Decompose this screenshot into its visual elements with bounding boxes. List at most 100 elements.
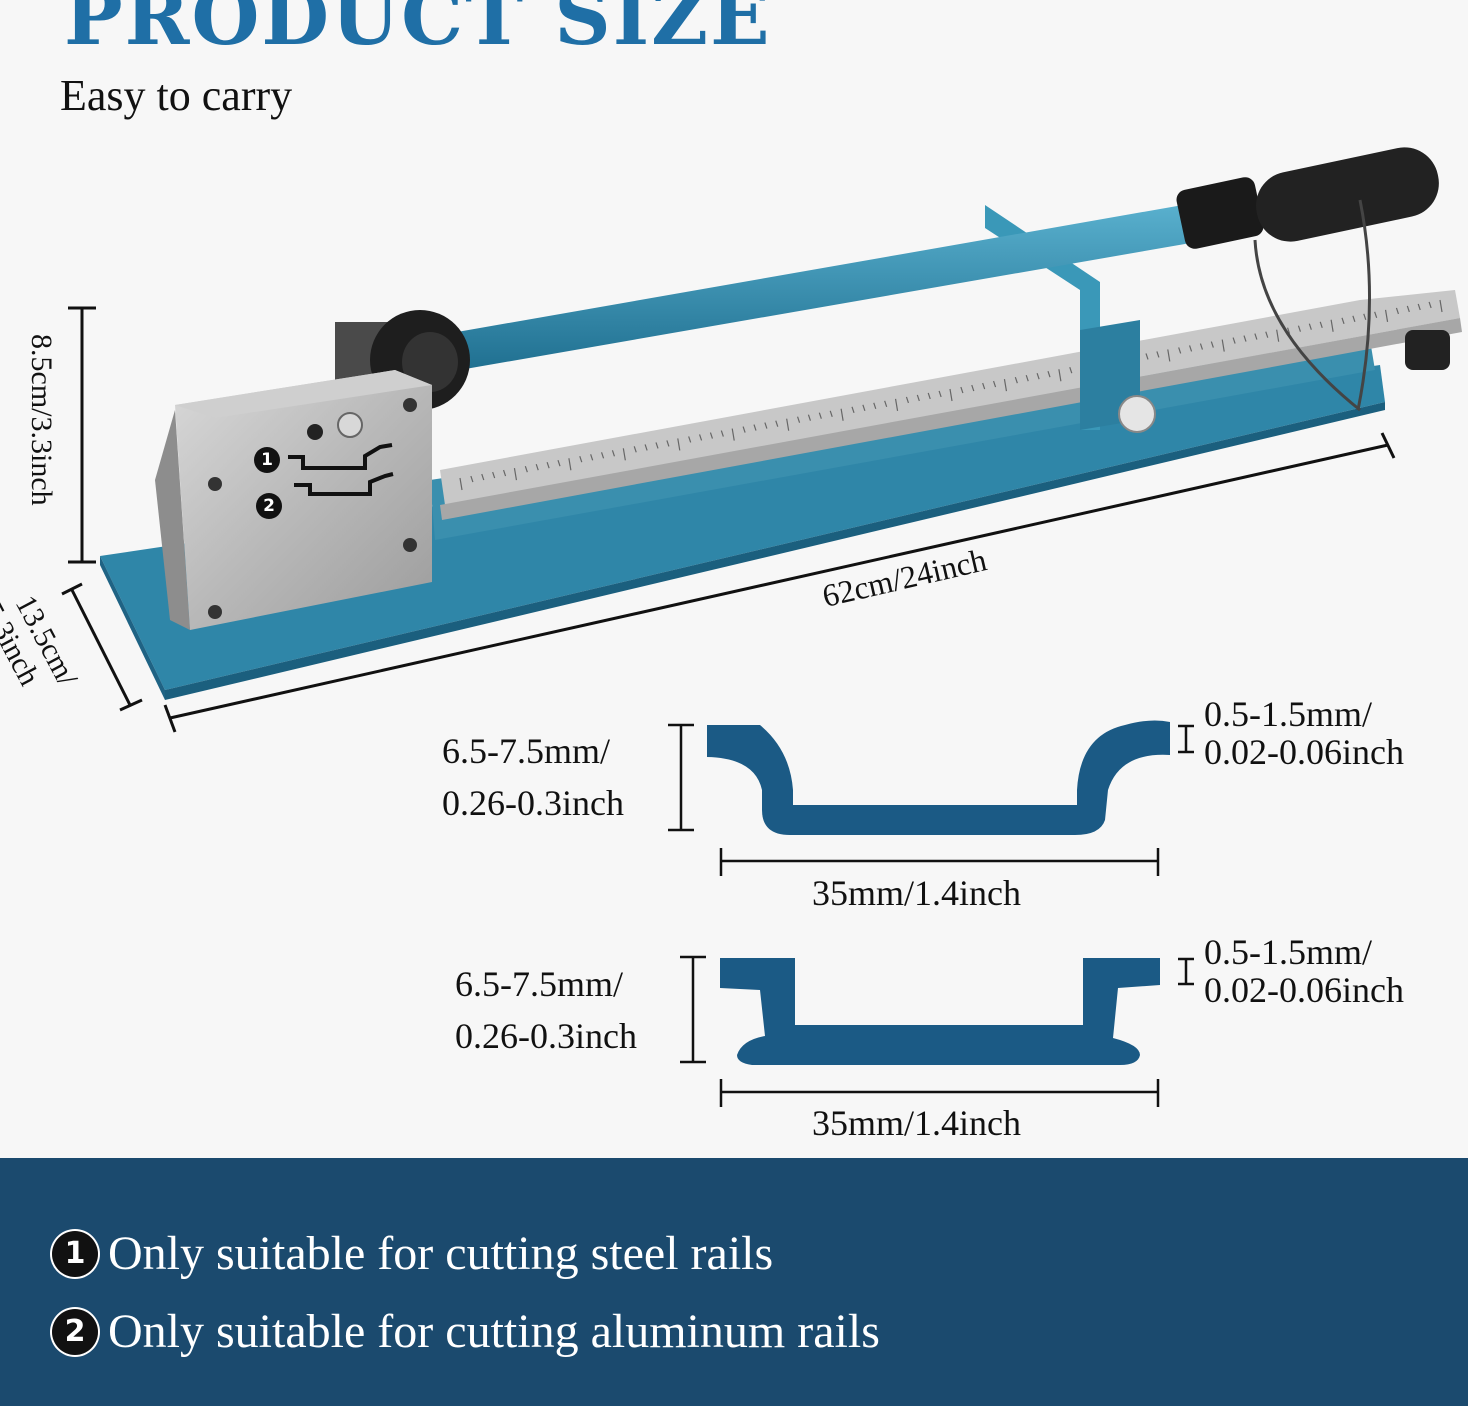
ruler-tick xyxy=(568,458,572,471)
ruler-tick xyxy=(796,416,801,423)
ruler-tick xyxy=(1330,319,1334,332)
height-dimension-label: 8.5cm/3.3inch xyxy=(25,334,58,506)
profile-2-thickness-line-1: 0.5-1.5mm/ xyxy=(1204,932,1372,972)
ruler-tick xyxy=(579,456,583,463)
ruler-tick xyxy=(992,380,997,388)
ruler-tick xyxy=(1145,353,1149,360)
blade-marker-2: 2 xyxy=(256,493,282,519)
ruler-tick xyxy=(1406,305,1410,313)
ruler-tick xyxy=(688,436,692,443)
ruler-tick xyxy=(1428,301,1432,309)
blade-marker-1: 1 xyxy=(254,447,280,473)
base-plate xyxy=(100,365,1385,700)
ruler-tick xyxy=(753,424,757,431)
ruler-tick xyxy=(1047,371,1051,378)
ruler-tick xyxy=(764,422,768,429)
profile-1-thickness-line-2: 0.02-0.06inch xyxy=(1204,732,1404,772)
ruler-tick xyxy=(960,386,964,394)
profile-2-thickness-label: 0.5-1.5mm/ 0.02-0.06inch xyxy=(1204,933,1404,1009)
ruler-tick xyxy=(611,450,616,457)
ruler-tick xyxy=(1395,307,1400,315)
ruler-tick xyxy=(1308,323,1312,330)
ruler-tick xyxy=(1276,329,1280,342)
ruler-tick xyxy=(1374,311,1378,319)
ruler-tick xyxy=(590,454,594,461)
note-text-2: Only suitable for cutting aluminum rails xyxy=(108,1305,880,1358)
depth-dimension-line xyxy=(61,582,143,712)
height-dimension-line xyxy=(68,306,96,564)
handle-lever xyxy=(440,147,1450,412)
profile-2-height-line-1: 6.5-7.5mm/ xyxy=(455,964,623,1004)
profile-1-thickness-label: 0.5-1.5mm/ 0.02-0.06inch xyxy=(1204,695,1404,771)
ruler-tick xyxy=(720,430,724,437)
ruler-tick xyxy=(807,414,812,421)
profile-2-width-label: 35mm/1.4inch xyxy=(812,1103,1021,1143)
note-marker-2: 2 xyxy=(52,1308,98,1355)
ruler-tick xyxy=(1254,333,1258,340)
ruler-tick xyxy=(1319,321,1323,328)
profile-1-height-label: 6.5-7.5mm/ 0.26-0.3inch xyxy=(442,725,624,829)
ruler-tick xyxy=(1178,347,1182,354)
ruler-tick xyxy=(840,408,844,421)
page-title: PRODUCT SIZE xyxy=(64,0,772,63)
ruler-tick xyxy=(557,460,561,467)
ruler-tick xyxy=(1352,315,1356,323)
ruler-tick xyxy=(1363,313,1367,321)
ruler-tick xyxy=(600,452,605,459)
ruler-tick xyxy=(546,461,550,469)
ruler-tick xyxy=(1188,345,1193,352)
ruler-tick xyxy=(884,400,888,408)
ruler-tick xyxy=(786,418,790,431)
note-aluminum-rails: 2 Only suitable for cutting aluminum rai… xyxy=(52,1304,880,1359)
ruler-tick xyxy=(916,394,920,402)
ruler-tick xyxy=(1025,374,1029,382)
ruler-tick xyxy=(644,444,648,451)
ruler-tick xyxy=(459,477,463,491)
ruler-tick xyxy=(949,388,953,402)
rail-profile-steel xyxy=(668,720,1194,876)
ruler-tick xyxy=(1069,367,1073,374)
ruler-tick xyxy=(1003,379,1008,392)
profile-1-width-label: 35mm/1.4inch xyxy=(812,873,1021,913)
ruler-tick xyxy=(1058,369,1062,382)
ruler-tick xyxy=(1232,337,1236,344)
ruler-tick xyxy=(731,428,735,441)
note-steel-rails: 1 Only suitable for cutting steel rails xyxy=(52,1226,773,1281)
ruler-tick xyxy=(1036,372,1040,380)
ruler-tick xyxy=(1384,309,1389,322)
ruler-tick xyxy=(633,446,637,453)
ruler-tick xyxy=(775,420,779,427)
notes-banner: 1 Only suitable for cutting steel rails … xyxy=(0,1158,1468,1406)
ruler-tick xyxy=(524,465,528,473)
product-illustration xyxy=(61,147,1462,1107)
cutter-head xyxy=(155,370,432,630)
ruler-tick xyxy=(742,426,746,433)
ruler-tick xyxy=(905,396,910,404)
ruler-tick xyxy=(677,438,681,451)
rail-profile-aluminum xyxy=(680,955,1194,1107)
ruler-tick xyxy=(709,432,714,439)
ruler-tick xyxy=(535,463,539,471)
ruler-tick xyxy=(1417,303,1421,311)
ruler-tick xyxy=(982,382,986,390)
ruler-tick xyxy=(1014,376,1018,384)
ruler-tick xyxy=(894,398,899,411)
profile-2-thickness-line-2: 0.02-0.06inch xyxy=(1204,970,1404,1010)
ruler-tick xyxy=(938,390,942,398)
ruler-tick xyxy=(818,412,822,419)
ruler-tick xyxy=(492,471,496,479)
ruler-tick xyxy=(481,473,485,481)
page-subtitle: Easy to carry xyxy=(60,71,293,120)
ruler-tick xyxy=(829,410,833,417)
ruler-tick xyxy=(1341,317,1345,324)
ruler-tick xyxy=(862,404,866,412)
ruler-tick xyxy=(666,440,670,447)
profile-1-thickness-line-1: 0.5-1.5mm/ xyxy=(1204,694,1372,734)
ruler-tick xyxy=(698,434,703,441)
length-dimension-line xyxy=(163,432,1396,733)
ruler-tick xyxy=(470,475,474,483)
profile-1-height-line-1: 6.5-7.5mm/ xyxy=(442,731,610,771)
note-text-1: Only suitable for cutting steel rails xyxy=(108,1227,774,1280)
ruler-tick xyxy=(1221,339,1225,352)
ruler-tick xyxy=(1210,341,1214,348)
